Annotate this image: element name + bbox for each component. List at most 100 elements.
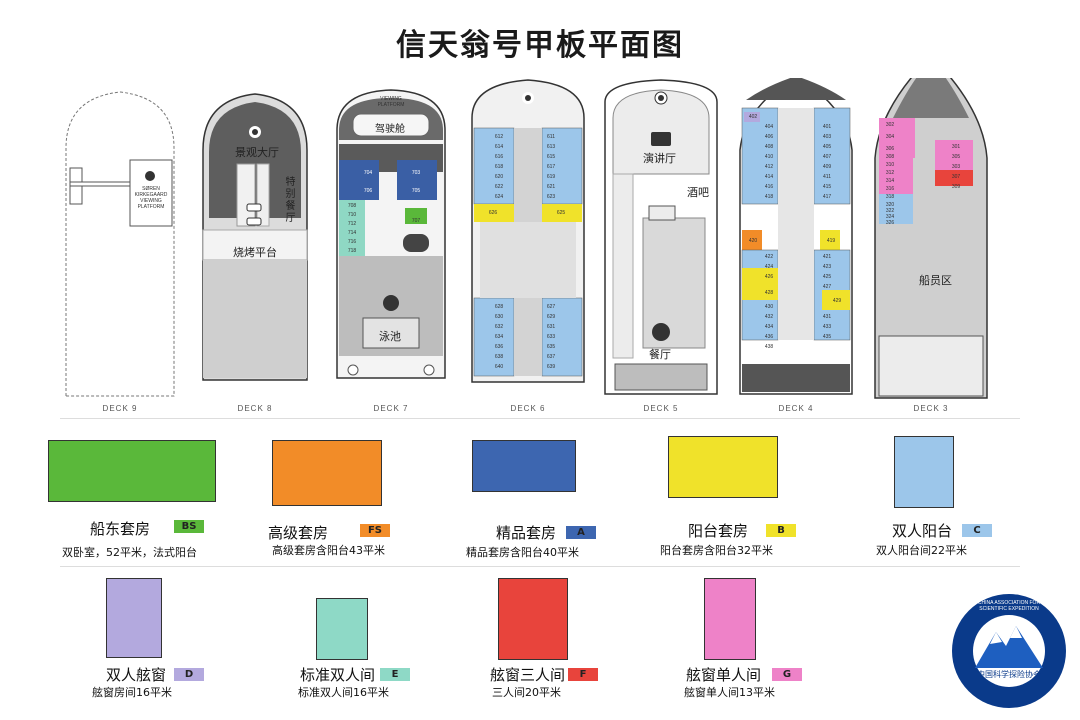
deck-3-room-301: 301 [951, 144, 961, 150]
deck-3-room-320: 320 [885, 202, 895, 208]
deck-6-room-627: 627 [546, 304, 556, 310]
deck-9-sign: SØREN KIRKEGAARD VIEWING PLATFORM [134, 186, 168, 210]
cabin-name-bs: 船东套房 [90, 520, 151, 538]
deck-4-room-424: 424 [764, 264, 774, 270]
deck-3-room-302: 302 [885, 122, 895, 128]
deck-7-hull [336, 89, 446, 379]
deck-6-room-638: 638 [494, 354, 504, 360]
section-divider-2 [60, 566, 1020, 567]
deck-4-room-431: 431 [822, 314, 832, 320]
cabin-type-c: 双人阳台 C 双人阳台间22平米 [876, 436, 1066, 586]
deck-6-room-636: 636 [494, 344, 504, 350]
deck-4-room-425: 425 [822, 274, 832, 280]
cabin-name-e: 标准双人间 [300, 666, 376, 684]
deck-3-hull [874, 78, 988, 399]
deck-6-room-619: 619 [546, 174, 556, 180]
deck-3-room-307: 307 [951, 174, 961, 180]
deck-3-room-318: 318 [885, 194, 895, 200]
deck-7-pool-label: 泳池 [379, 330, 401, 343]
deck-4-room-420: 420 [748, 238, 758, 244]
deck-7-room-718: 718 [347, 248, 357, 254]
deck-6-room-634: 634 [494, 334, 504, 340]
deck-3-room-308: 308 [885, 154, 895, 160]
deck-3-plan: 302 304 306 301 308 305 310 303 312 307 … [873, 78, 989, 413]
cabin-name-f: 舷窗三人间 [490, 666, 566, 684]
deck-6-room-616: 616 [494, 154, 504, 160]
cabin-desc-fs: 高级套房含阳台43平米 [272, 544, 385, 557]
deck-7-room-708: 708 [347, 203, 357, 209]
deck-7-room-704: 704 [363, 170, 373, 176]
deck-7-room-707: 707 [411, 218, 421, 224]
deck-9-hull [65, 91, 175, 397]
deck-4-room-412: 412 [764, 164, 774, 170]
cabin-name-c: 双人阳台 [892, 522, 953, 540]
cabin-type-f: 舷窗三人间 F 三人间20平米 [490, 578, 680, 720]
deck-3-crew-label: 船员区 [919, 274, 952, 287]
deck-4-room-436: 436 [764, 334, 774, 340]
deck-4-plan: 402 404 401 406 403 408 405 410 407 412 … [738, 78, 854, 413]
deck-6-room-640: 640 [494, 364, 504, 370]
cabin-desc-c: 双人阳台间22平米 [876, 544, 967, 557]
deck-6-room-620: 620 [494, 174, 504, 180]
cabin-plan-b [668, 436, 778, 498]
deck-5-bar-label: 酒吧 [687, 186, 709, 199]
deck-8-restaurant-label: 特别餐厅 [283, 176, 294, 224]
deck-4-room-419: 419 [826, 238, 836, 244]
cabin-code-bs: BS [174, 520, 204, 533]
deck-6-room-615: 615 [546, 154, 556, 160]
cabin-plan-c [894, 436, 954, 508]
deck-6-room-637: 637 [546, 354, 556, 360]
cabin-name-fs: 高级套房 [268, 524, 329, 542]
cabin-plan-g [704, 578, 756, 660]
logo-ring-text: CHINA ASSOCIATION FOR SCIENTIFIC EXPEDIT… [977, 600, 1041, 612]
deck-6-room-613: 613 [546, 144, 556, 150]
logo-center-text: 中国科学探险协会 [977, 670, 1041, 679]
deck-4-room-426: 426 [764, 274, 774, 280]
deck-4-room-432: 432 [764, 314, 774, 320]
cabin-code-g: G [772, 668, 802, 681]
deck-6-room-630: 630 [494, 314, 504, 320]
deck-4-room-434: 434 [764, 324, 774, 330]
deck-6-room-612: 612 [494, 134, 504, 140]
deck-8-bbq-label: 烧烤平台 [233, 246, 277, 259]
deck-7-viewing-label: VIEWING PLATFORM [377, 96, 405, 108]
deck-7-room-705: 705 [411, 188, 421, 194]
cabin-code-fs: FS [360, 524, 390, 537]
deck-8-lounge-label: 景观大厅 [235, 146, 279, 159]
deck-8-label: DECK 8 [237, 404, 273, 413]
cabin-name-a: 精品套房 [496, 524, 557, 542]
deck-6-room-631: 631 [546, 324, 556, 330]
deck-4-room-427: 427 [822, 284, 832, 290]
deck-6-room-633: 633 [546, 334, 556, 340]
deck-6-room-624: 624 [494, 194, 504, 200]
deck-6-room-614: 614 [494, 144, 504, 150]
deck-6-room-617: 617 [546, 164, 556, 170]
expedition-logo: CHINA ASSOCIATION FOR SCIENTIFIC EXPEDIT… [950, 592, 1068, 710]
deck-7-room-716: 716 [347, 239, 357, 245]
deck-4-room-411: 411 [823, 174, 831, 180]
deck-4-room-418: 418 [764, 194, 774, 200]
cabin-name-b: 阳台套房 [688, 522, 749, 540]
deck-4-room-408: 408 [764, 144, 774, 150]
deck-3-room-316: 316 [885, 186, 895, 192]
cabin-desc-a: 精品套房含阳台40平米 [466, 546, 579, 559]
deck-4-room-406: 406 [764, 134, 774, 140]
deck-6-room-611: 611 [547, 134, 555, 140]
deck-3-room-303: 303 [951, 164, 961, 170]
deck-4-room-409: 409 [822, 164, 832, 170]
cabin-code-b: B [766, 524, 796, 537]
deck-5-hull [604, 79, 718, 395]
deck-4-room-428: 428 [764, 290, 774, 296]
cabin-desc-bs: 双卧室，52平米，法式阳台 [62, 546, 197, 559]
cabin-code-d: D [174, 668, 204, 681]
deck-4-room-429: 429 [832, 298, 842, 304]
deck-4-room-421: 421 [822, 254, 832, 260]
deck-3-room-314: 314 [885, 178, 895, 184]
deck-6-room-625: 625 [556, 210, 566, 216]
cabin-plan-bs [48, 440, 216, 502]
deck-7-room-710: 710 [347, 212, 357, 218]
deck-6-room-626: 626 [488, 210, 498, 216]
deck-4-room-430: 430 [764, 304, 774, 310]
deck-4-room-423: 423 [822, 264, 832, 270]
deck-4-room-433: 433 [822, 324, 832, 330]
